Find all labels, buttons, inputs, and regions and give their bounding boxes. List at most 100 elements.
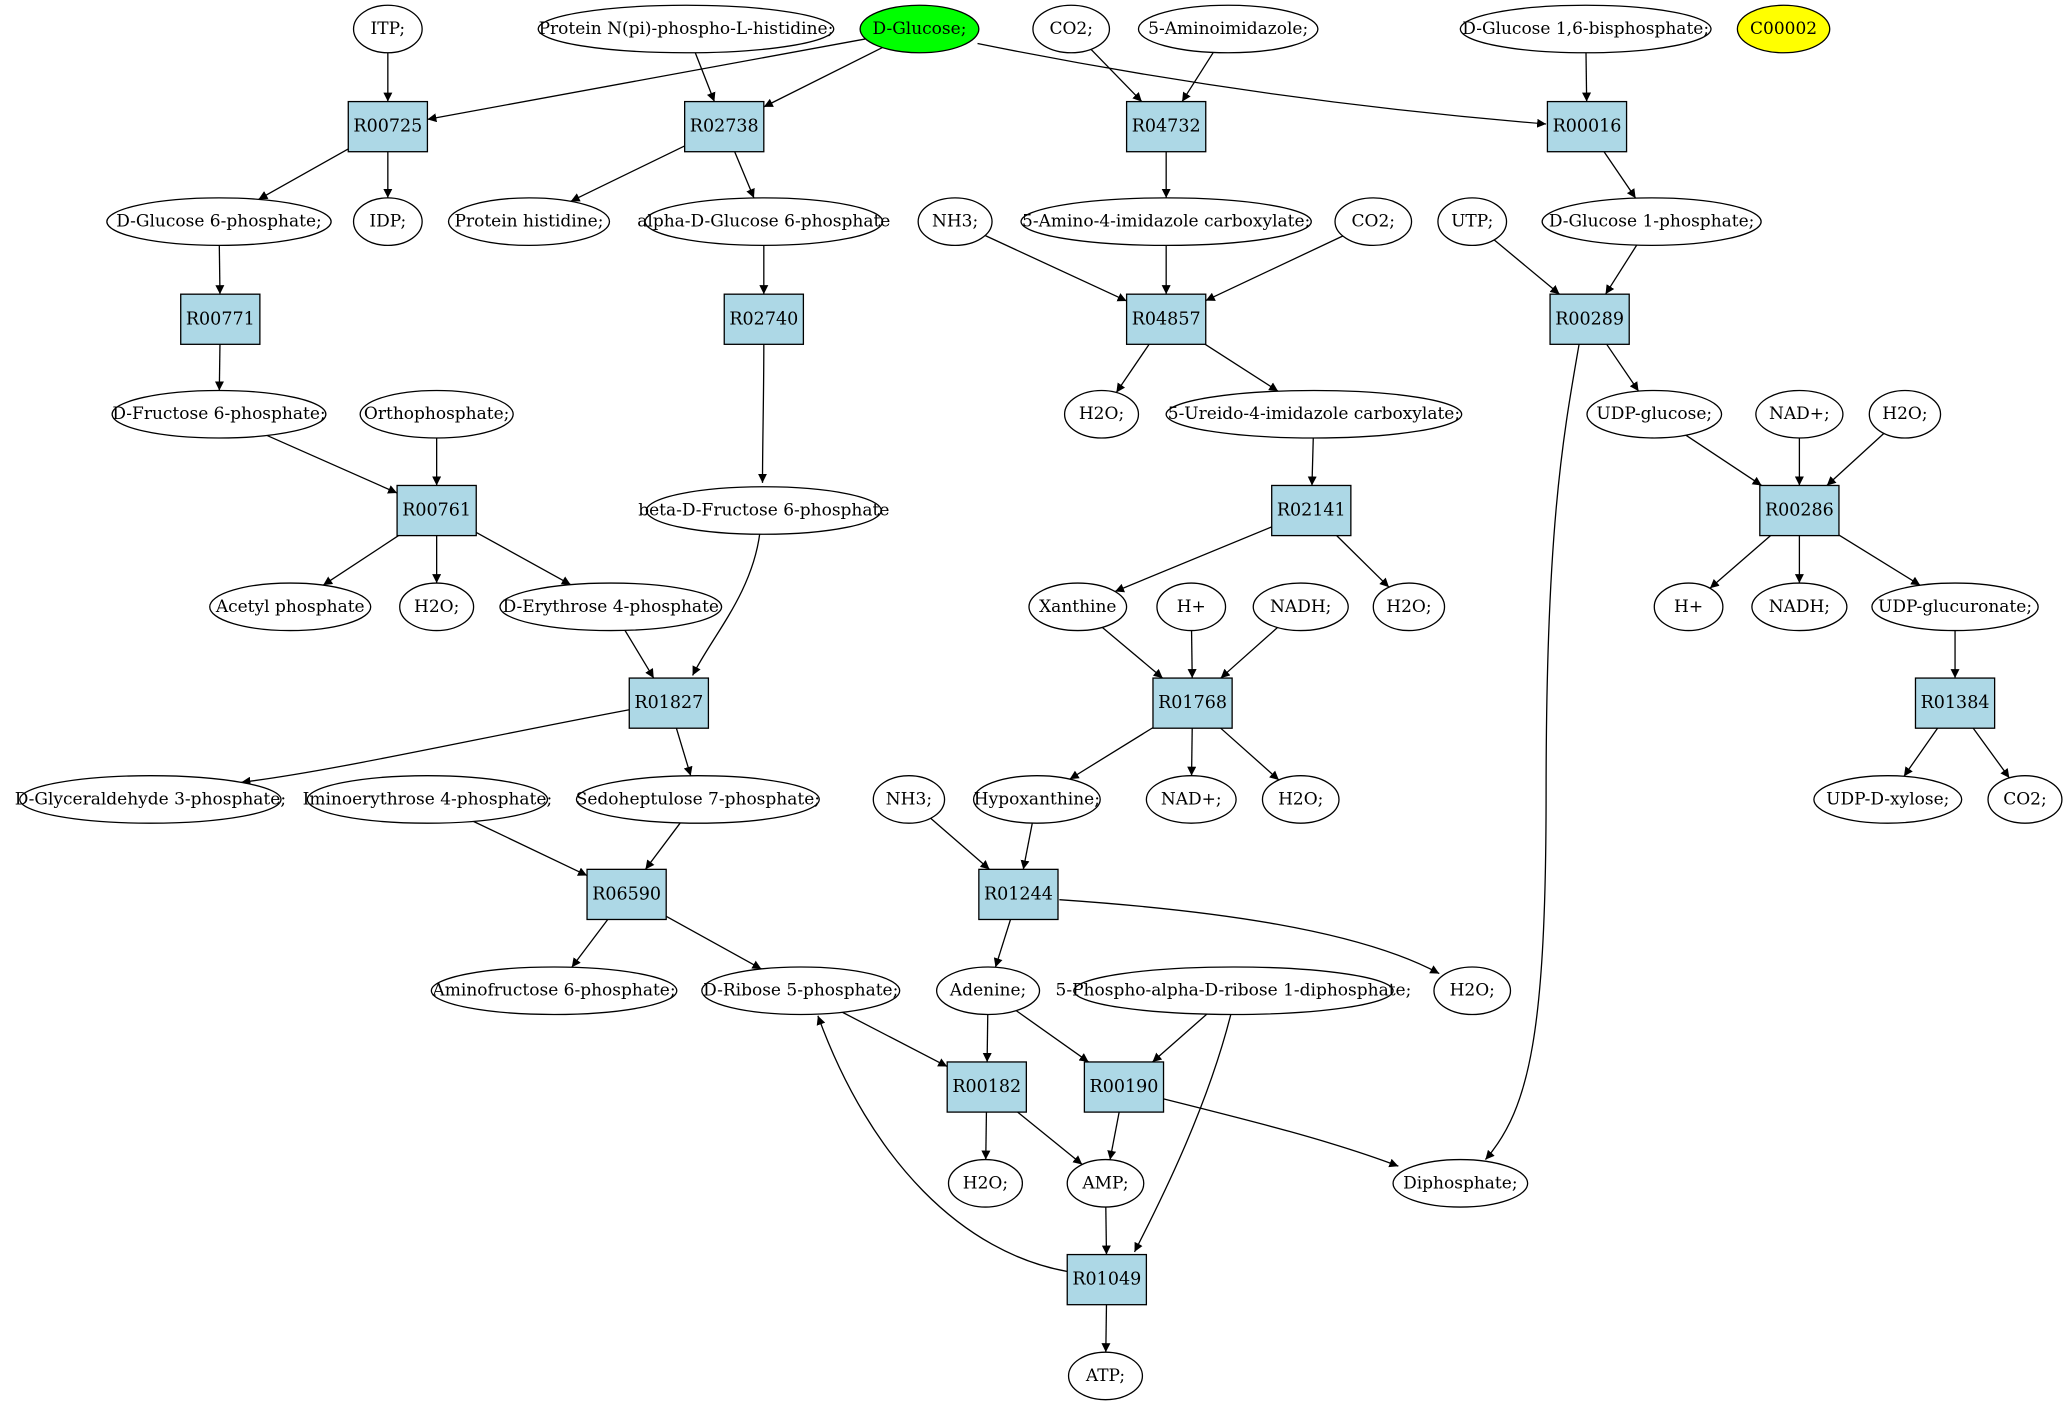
edge-r00286-to-h_plus_b: [1709, 535, 1771, 589]
metabolite-node-hypoxanthine[interactable]: Hypoxanthine;: [972, 775, 1101, 824]
reaction-label: R00771: [186, 309, 255, 329]
metabolite-node-adenine[interactable]: Adenine;: [935, 966, 1041, 1016]
reaction-node-r06590[interactable]: R06590: [586, 868, 667, 921]
metabolite-node-r5p[interactable]: D-Ribose 5-phosphate;: [701, 966, 901, 1016]
metabolite-node-s7p[interactable]: Sedoheptulose 7-phosphate;: [576, 775, 820, 824]
reaction-node-r00761[interactable]: R00761: [396, 484, 477, 537]
edge-adenine-to-r00182: [982, 1014, 992, 1062]
reaction-node-r02738[interactable]: R02738: [684, 100, 765, 153]
metabolite-node-acetyl-phosphate[interactable]: Acetyl phosphate: [209, 582, 372, 632]
metabolite-node-h2o-f[interactable]: H2O;: [1433, 966, 1512, 1016]
edge-d_glucose-to-r02738: [763, 46, 883, 108]
metabolite-node-alpha-g6p[interactable]: alpha-D-Glucose 6-phosphate: [637, 197, 890, 247]
reaction-label: R00182: [952, 1077, 1021, 1097]
reaction-node-r00771[interactable]: R00771: [180, 293, 261, 345]
metabolite-ellipse: [947, 1158, 1024, 1208]
reaction-node-r01827[interactable]: R01827: [628, 677, 710, 729]
metabolite-node-aminofructose[interactable]: Aminofructose 6-phosphate;: [430, 966, 678, 1016]
metabolite-node-h2o-e[interactable]: H2O;: [1261, 775, 1340, 824]
metabolite-node-ureido[interactable]: 5-Ureido-4-imidazole carboxylate;: [1165, 389, 1463, 439]
metabolite-ellipse: [1067, 1351, 1144, 1401]
metabolite-node-nh3-b[interactable]: NH3;: [872, 775, 946, 824]
metabolite-node-c00002[interactable]: C00002: [1736, 4, 1831, 54]
reaction-node-r00286[interactable]: R00286: [1759, 484, 1840, 537]
metabolite-node-co2-a[interactable]: CO2;: [1032, 4, 1111, 54]
reaction-node-r00725[interactable]: R00725: [347, 100, 429, 153]
metabolite-node-nad-a[interactable]: NAD+;: [1755, 389, 1844, 439]
metabolite-node-nadh-b[interactable]: NADH;: [1751, 582, 1848, 632]
metabolite-node-aminoimidazole[interactable]: 5-Aminoimidazole;: [1137, 4, 1319, 54]
edge-aminoimidazole-to-r04732: [1181, 52, 1214, 102]
reaction-box: [1125, 100, 1207, 153]
metabolite-node-udp-glucuronate[interactable]: UDP-glucuronate;: [1871, 582, 2039, 632]
metabolite-node-h2o-b[interactable]: H2O;: [1868, 389, 1942, 439]
metabolite-node-protein-phospho-his[interactable]: Protein N(pi)-phospho-L-histidine;: [537, 4, 835, 54]
metabolite-label: D-Ribose 5-phosphate;: [703, 981, 898, 1001]
metabolite-node-iminoerythrose[interactable]: Iminoerythrose 4-phosphate;: [303, 775, 553, 824]
metabolite-node-amp[interactable]: AMP;: [1066, 1158, 1145, 1208]
metabolite-node-f6p[interactable]: D-Fructose 6-phosphate;: [111, 389, 327, 439]
reaction-node-r04732[interactable]: R04732: [1125, 100, 1207, 153]
edge-r01768-to-hypoxanthine: [1069, 727, 1154, 780]
metabolite-node-d-glucose[interactable]: D-Glucose;: [859, 4, 980, 54]
metabolite-ellipse: [359, 389, 514, 439]
reaction-node-r00182[interactable]: R00182: [946, 1061, 1027, 1113]
metabolite-node-nadh-a[interactable]: NADH;: [1252, 582, 1349, 632]
reaction-box: [1549, 293, 1630, 345]
metabolite-node-g1p[interactable]: D-Glucose 1-phosphate;: [1541, 197, 1762, 247]
metabolite-node-protein-his[interactable]: Protein histidine;: [447, 197, 611, 247]
reaction-node-r00016[interactable]: R00016: [1546, 100, 1628, 153]
metabolite-node-gap[interactable]: D-Glyceraldehyde 3-phosphate;: [15, 775, 286, 824]
reaction-node-r01384[interactable]: R01384: [1914, 677, 1996, 729]
reaction-node-r04857[interactable]: R04857: [1125, 293, 1207, 345]
metabolite-node-xanthine[interactable]: Xanthine: [1028, 582, 1128, 632]
reaction-node-r02740[interactable]: R02740: [723, 293, 805, 345]
metabolite-node-g6p[interactable]: D-Glucose 6-phosphate;: [106, 197, 332, 247]
reaction-node-r02141[interactable]: R02141: [1271, 484, 1352, 537]
reaction-node-r00190[interactable]: R00190: [1083, 1061, 1165, 1113]
metabolite-node-diphosphate[interactable]: Diphosphate;: [1392, 1158, 1529, 1208]
edge-r00771-to-f6p: [214, 344, 224, 391]
metabolite-node-atp[interactable]: ATP;: [1067, 1351, 1144, 1401]
reaction-label: R02141: [1277, 501, 1346, 521]
metabolite-node-nh3-a[interactable]: NH3;: [917, 197, 993, 247]
metabolite-label: NADH;: [1769, 597, 1830, 617]
metabolite-node-e4p[interactable]: D-Erythrose 4-phosphate: [499, 582, 723, 632]
reaction-node-r01244[interactable]: R01244: [978, 868, 1059, 921]
metabolite-node-co2-b[interactable]: CO2;: [1334, 197, 1413, 247]
reaction-node-r01049[interactable]: R01049: [1066, 1253, 1148, 1306]
edge-amp-to-r01049: [1101, 1207, 1111, 1255]
metabolite-ellipse: [1372, 582, 1446, 632]
metabolite-node-beta-f6p[interactable]: beta-D-Fructose 6-phosphate: [638, 486, 889, 535]
metabolite-node-h2o-d[interactable]: H2O;: [1372, 582, 1446, 632]
metabolite-node-h2o-c[interactable]: H2O;: [399, 582, 475, 632]
metabolite-node-aica[interactable]: 5-Amino-4-imidazole carboxylate;: [1020, 197, 1312, 247]
edge-udp_glucose-to-r00286: [1685, 434, 1762, 487]
metabolite-ellipse: [1252, 582, 1349, 632]
metabolite-node-h2o-a[interactable]: H2O;: [1063, 389, 1140, 439]
metabolite-node-udp-glucose[interactable]: UDP-glucose;: [1586, 389, 1723, 439]
metabolite-ellipse: [537, 4, 835, 54]
metabolite-node-co2-c[interactable]: CO2;: [1987, 775, 2063, 824]
metabolite-ellipse: [1736, 4, 1831, 54]
edge-co2_b-to-r04857: [1205, 235, 1344, 302]
metabolite-label: D-Fructose 6-phosphate;: [112, 404, 325, 424]
metabolite-node-idp[interactable]: IDP;: [352, 197, 423, 247]
metabolite-node-nad-b[interactable]: NAD+;: [1145, 775, 1237, 824]
reaction-node-r01768[interactable]: R01768: [1152, 677, 1233, 729]
metabolite-node-h-plus-a[interactable]: H+: [1156, 582, 1227, 632]
metabolite-node-prpp[interactable]: 5-Phospho-alpha-D-ribose 1-diphosphate;: [1056, 966, 1412, 1016]
metabolite-node-itp[interactable]: ITP;: [352, 4, 423, 54]
metabolite-ellipse: [399, 582, 475, 632]
reaction-box: [180, 293, 261, 345]
metabolite-node-udp-xylose[interactable]: UDP-D-xylose;: [1813, 775, 1963, 824]
reaction-box: [1152, 677, 1233, 729]
metabolite-node-h-plus-b[interactable]: H+: [1653, 582, 1724, 632]
metabolite-node-glucose-16bp[interactable]: D-Glucose 1,6-bisphosphate;: [1459, 4, 1712, 54]
metabolite-node-orthophosphate[interactable]: Orthophosphate;: [359, 389, 514, 439]
metabolite-node-utp[interactable]: UTP;: [1437, 197, 1508, 247]
edge-r00289-to-udp_glucose: [1606, 343, 1640, 392]
reaction-node-r00289[interactable]: R00289: [1549, 293, 1630, 345]
metabolite-label: H2O;: [1882, 404, 1927, 424]
metabolite-node-h2o-g[interactable]: H2O;: [947, 1158, 1024, 1208]
